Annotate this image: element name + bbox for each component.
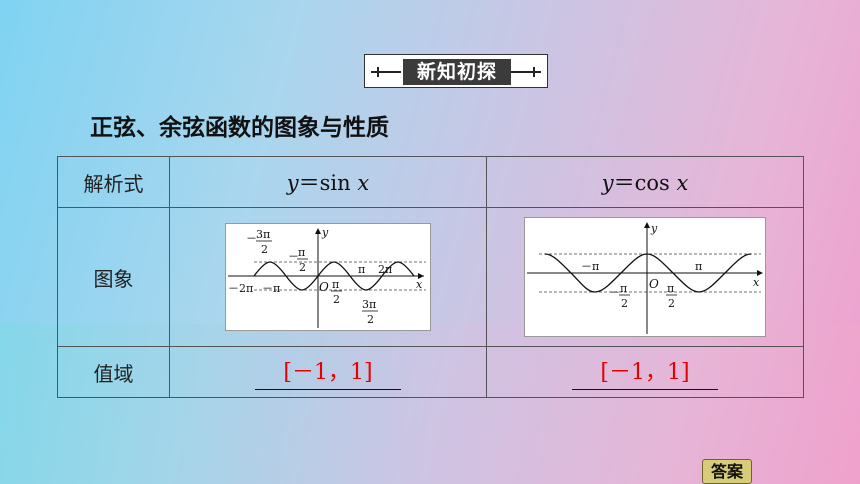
cos-formula: y＝cos x <box>601 171 689 195</box>
sin-pi2-num: π <box>332 278 339 291</box>
sin-3pi2-den: 2 <box>367 313 374 326</box>
sin-pi-label: π <box>358 263 365 276</box>
cos-neg-pi2-den: 2 <box>621 297 628 310</box>
table-row: 图象 y x O －2π －π π 2π － 3π 2 <box>57 207 804 347</box>
sin-neg-pi-label: －π <box>262 282 280 295</box>
section-badge: 新知初探 <box>364 54 548 88</box>
cos-neg-pi-label: －π <box>581 260 599 273</box>
sin-range-cell: [－1，1] <box>169 346 487 398</box>
cos-origin-label: O <box>649 277 659 291</box>
cos-range-cell: [－1，1] <box>486 346 804 398</box>
sin-neg-pi2-den: 2 <box>299 261 306 274</box>
sin-range-blank: [－1，1] <box>255 354 401 390</box>
badge-left-rule <box>371 71 401 73</box>
sin-neg-3pi2-num: 3π <box>256 228 270 241</box>
cos-formula-cell: y＝cos x <box>486 156 804 208</box>
cos-y-axis-label: y <box>650 222 658 235</box>
sin-graph-cell: y x O －2π －π π 2π － 3π 2 － π 2 π 2 3π <box>169 207 487 347</box>
badge-right-tick <box>533 67 535 77</box>
row-label-formula: 解析式 <box>57 156 170 208</box>
sine-graph: y x O －2π －π π 2π － 3π 2 － π 2 π 2 3π <box>225 223 431 331</box>
table-row: 值域 [－1，1] [－1，1] <box>57 346 804 398</box>
sin-origin-label: O <box>319 280 329 294</box>
cos-graph-cell: y x O －π π － π 2 π 2 <box>486 207 804 347</box>
sin-neg-pi2-minus: － <box>288 250 299 263</box>
sin-2pi-label: 2π <box>378 263 392 276</box>
properties-table: 解析式 y＝sin x y＝cos x 图象 y x O －2π －π <box>57 156 804 398</box>
sin-neg-3pi2-den: 2 <box>261 243 268 256</box>
cosine-graph: y x O －π π － π 2 π 2 <box>524 217 766 337</box>
table-row: 解析式 y＝sin x y＝cos x <box>57 156 804 208</box>
row-label-range: 值域 <box>57 346 170 398</box>
cos-pi2-den: 2 <box>668 297 675 310</box>
sin-neg-3pi2-minus: － <box>246 232 257 245</box>
cos-range: [－1，1] <box>600 360 690 385</box>
cos-pi-label: π <box>695 260 702 273</box>
row-label-graph: 图象 <box>57 207 170 347</box>
cos-pi2-num: π <box>667 282 674 295</box>
sin-neg-pi2-num: π <box>298 246 305 259</box>
sin-pi2-den: 2 <box>333 293 340 306</box>
sin-formula: y＝sin x <box>286 171 370 195</box>
sin-x-axis-label: x <box>416 278 423 291</box>
cos-range-blank: [－1，1] <box>572 354 718 390</box>
sin-3pi2-num: 3π <box>362 298 376 311</box>
sin-neg-2pi-label: －2π <box>228 282 253 295</box>
badge-right-rule <box>511 71 541 73</box>
sin-y-axis-label: y <box>321 226 329 239</box>
badge-left-tick <box>377 67 379 77</box>
sin-range: [－1，1] <box>283 360 373 385</box>
cos-x-axis-label: x <box>753 276 760 289</box>
section-title: 新知初探 <box>403 59 511 85</box>
cos-neg-pi2-minus: － <box>609 286 620 299</box>
answer-button[interactable]: 答案 <box>702 459 752 484</box>
cos-neg-pi2-num: π <box>620 282 627 295</box>
sin-formula-cell: y＝sin x <box>169 156 487 208</box>
topic-heading: 正弦、余弦函数的图象与性质 <box>90 115 389 141</box>
